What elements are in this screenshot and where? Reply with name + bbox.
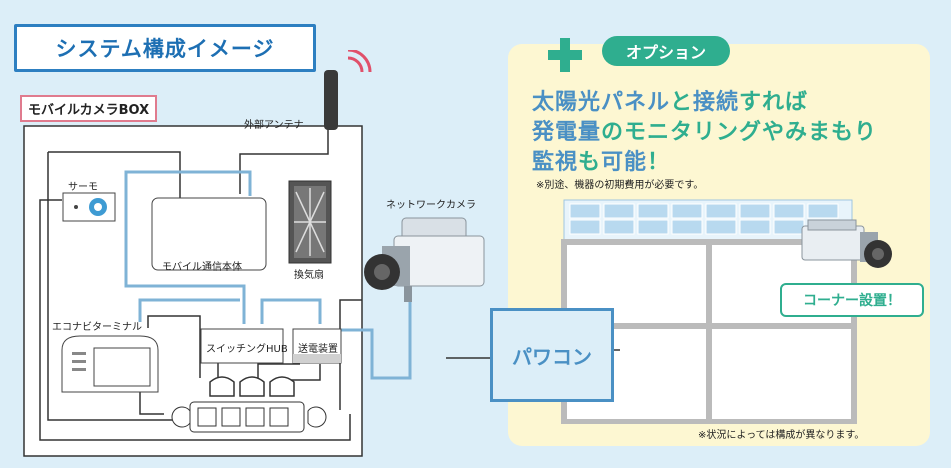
corner-install-badge: コーナー設置！ <box>780 283 924 317</box>
option-seg: のモニタリング <box>601 120 763 145</box>
thermo-label: サーモ <box>68 182 98 193</box>
power-unit-icon <box>292 328 342 364</box>
mobile-unit-icon <box>151 197 267 271</box>
option-badge: オプション <box>602 36 730 66</box>
page-title: システム構成イメージ <box>14 24 316 72</box>
antenna-icon <box>324 50 372 130</box>
box-label: モバイルカメラBOX <box>20 95 158 122</box>
fan-icon <box>288 180 332 264</box>
option-seg: やみまもり <box>762 120 878 145</box>
thermo-icon <box>62 192 116 222</box>
option-seg: と <box>670 90 694 115</box>
power-unit-label: 送電装置 <box>298 344 338 355</box>
option-seg: 太陽光パネル <box>532 90 671 115</box>
option-seg: も <box>578 150 602 175</box>
plus-icon <box>548 38 582 72</box>
fan-label: 換気扇 <box>294 270 324 281</box>
option-seg: すれば <box>739 90 809 115</box>
eco-terminal-label: エコナビターミナル <box>52 322 142 333</box>
option-text-line3: 監視も可能！ <box>532 144 670 176</box>
footnote: ※状況によっては構成が異なります。 <box>698 430 865 441</box>
option-seg: 接続 <box>693 90 740 115</box>
power-strip-icon <box>171 401 327 433</box>
network-camera-label: ネットワークカメラ <box>386 200 476 211</box>
option-seg: 発電量 <box>532 120 602 145</box>
mobile-unit-label: モバイル通信本体 <box>162 262 242 273</box>
switching-hub-label: スイッチングHUB <box>206 344 288 355</box>
antenna-label: 外部アンテナ <box>244 120 304 131</box>
option-text-line1: 太陽光パネルと接続すれば <box>532 84 808 116</box>
option-seg: ！ <box>647 150 671 175</box>
switching-hub-icon <box>200 328 284 364</box>
power-conditioner: パワコン <box>490 308 614 402</box>
corner-camera-icon <box>801 219 892 268</box>
network-camera-icon <box>364 217 485 302</box>
cost-note: ※別途、機器の初期費用が必要です。 <box>536 180 704 191</box>
option-seg: 監視 <box>532 150 579 175</box>
option-seg: 可能 <box>601 150 648 175</box>
option-text-line2: 発電量のモニタリングやみまもり <box>532 114 877 146</box>
plug-icon <box>209 376 295 397</box>
eco-terminal-icon <box>61 335 159 393</box>
